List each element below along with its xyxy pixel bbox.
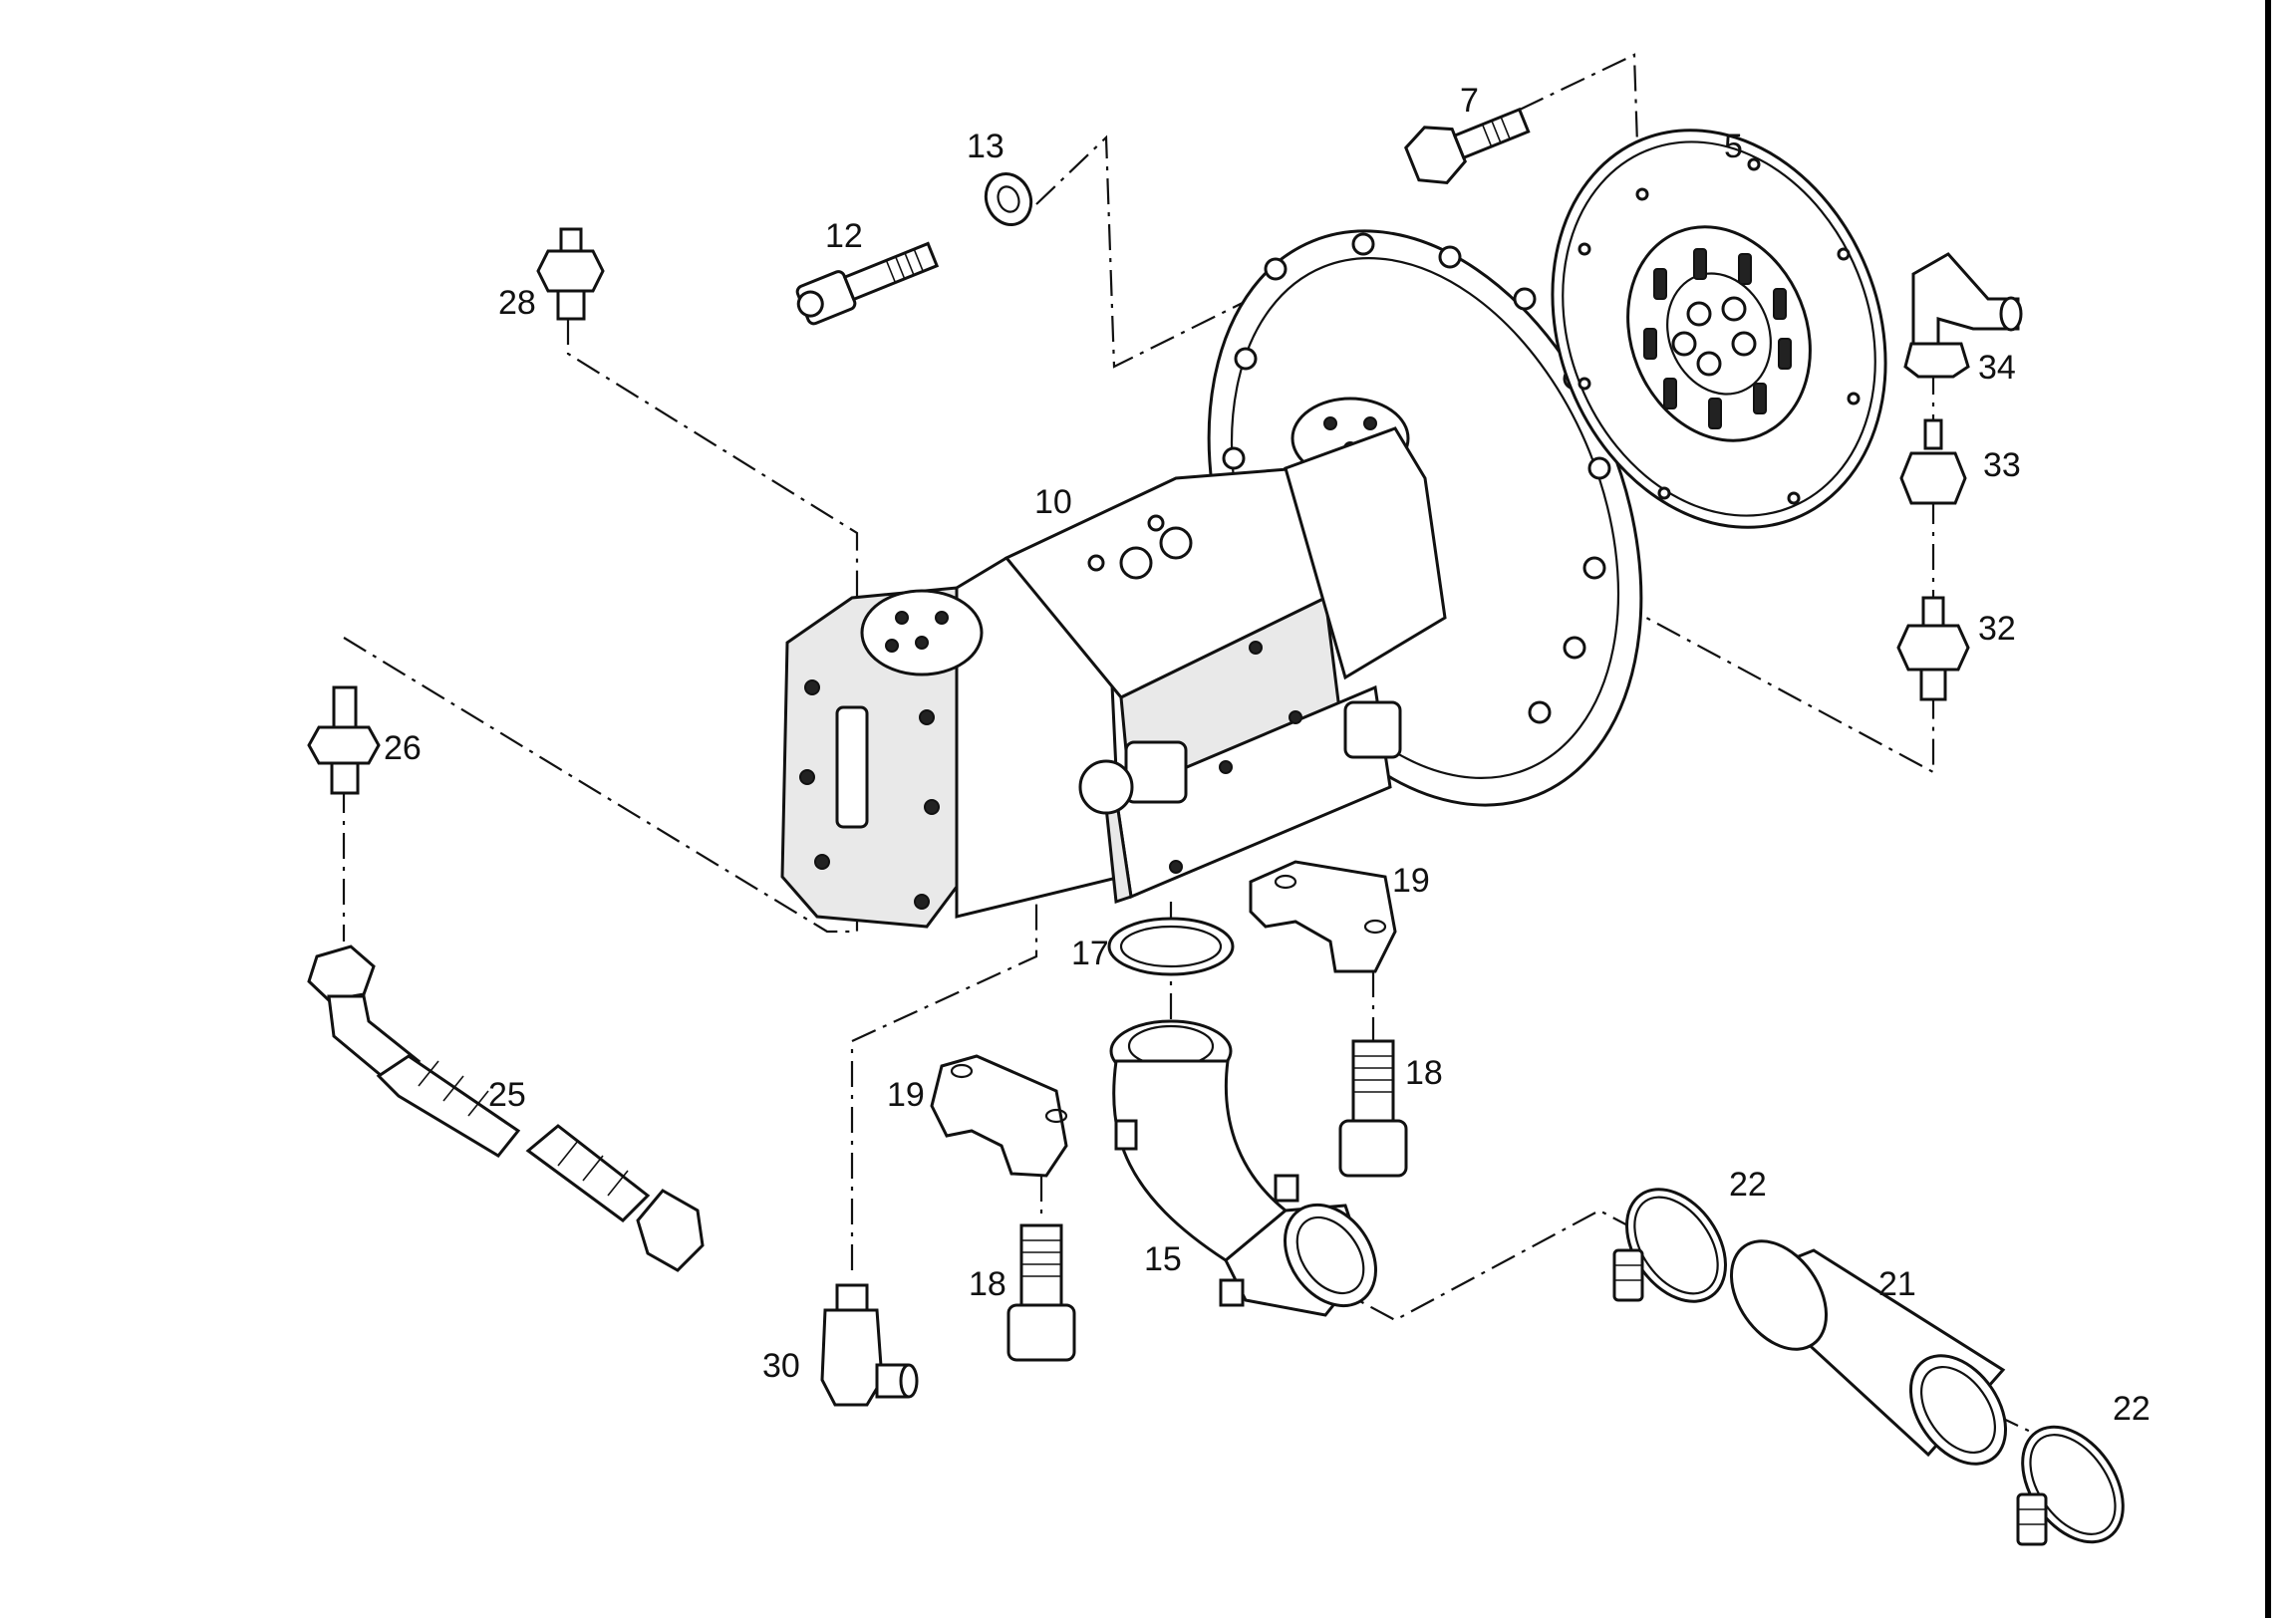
callout-13: 13 [967, 128, 1004, 165]
callout-7: 7 [1460, 82, 1479, 120]
callout-25: 25 [488, 1076, 526, 1114]
callout-30: 30 [762, 1347, 800, 1385]
callout-5: 5 [1724, 128, 1743, 165]
part-21-pipe [1729, 1239, 2008, 1466]
part-26-fitting [307, 685, 381, 795]
callout-28: 28 [498, 284, 536, 322]
part-32-fitting [1896, 596, 1970, 701]
part-17-o-ring [1107, 917, 1235, 976]
callout-22-lower: 22 [2113, 1390, 2151, 1428]
callout-10: 10 [1034, 483, 1072, 521]
callout-12: 12 [825, 217, 863, 255]
part-18-bolt-right [1338, 1039, 1408, 1178]
hydraulic-pump-assembly [780, 397, 1447, 929]
callout-34: 34 [1978, 349, 2016, 387]
callout-26: 26 [384, 729, 422, 767]
callout-15: 15 [1144, 1240, 1182, 1278]
part-28-fitting [536, 227, 605, 321]
part-30-elbow-fitting [820, 1283, 919, 1407]
part-22-hose-clamp-lower [2016, 1425, 2125, 1546]
part-22-hose-clamp-upper [1612, 1188, 1727, 1303]
callout-21: 21 [1878, 1265, 1916, 1303]
callout-19-right: 19 [1392, 862, 1430, 900]
callout-33: 33 [1983, 446, 2021, 484]
callout-32: 32 [1978, 610, 2016, 648]
part-19-split-flange-left [930, 1054, 1068, 1178]
part-13-washer [984, 172, 1033, 226]
callout-18-left: 18 [969, 1265, 1006, 1303]
part-34-elbow-fitting [1903, 252, 2023, 379]
callout-22-upper: 22 [1729, 1166, 1767, 1204]
part-19-split-flange-right [1249, 860, 1397, 973]
part-15-elbow-pipe [1109, 1019, 1377, 1317]
callout-17: 17 [1071, 935, 1109, 972]
part-12-socket-bolt [795, 241, 940, 326]
callout-labels: 5 7 10 12 13 15 17 18 18 19 19 21 22 22 … [384, 82, 2151, 1428]
part-5-flex-plate [1551, 129, 1887, 529]
callout-18-right: 18 [1405, 1054, 1443, 1092]
callout-19-left: 19 [887, 1076, 925, 1114]
part-33-hex-adapter [1899, 418, 1967, 505]
part-25-hose [307, 944, 705, 1272]
part-7-hex-bolt [1404, 107, 1531, 185]
part-18-bolt-left [1006, 1223, 1076, 1362]
